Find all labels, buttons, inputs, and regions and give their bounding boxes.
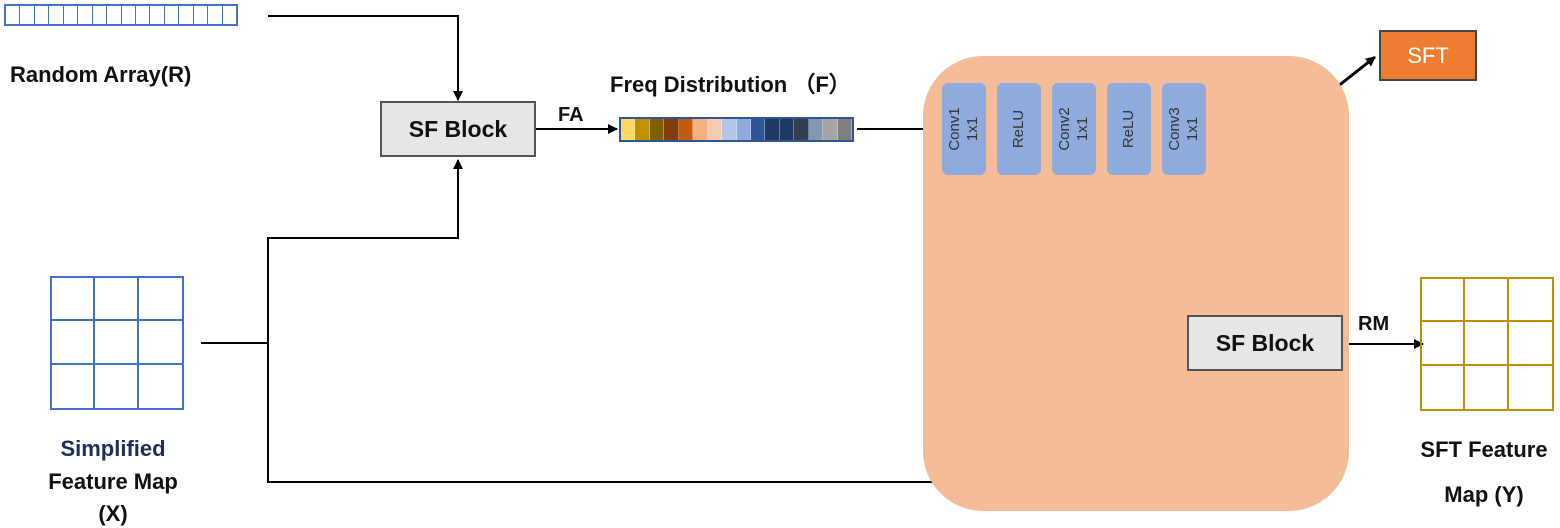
sft-pointer-arrow — [1336, 55, 1376, 89]
freq-cell — [765, 119, 780, 140]
grid-cell — [52, 278, 96, 322]
random-array-cell — [194, 6, 209, 24]
grid-cell — [139, 365, 182, 408]
wire-x-to-sfblock — [201, 159, 463, 344]
freq-cell — [649, 119, 665, 140]
layer-relu-4: ReLU — [1107, 83, 1151, 175]
grid-cell — [52, 364, 96, 408]
random-array — [4, 4, 238, 26]
layer-label: ReLU — [1120, 109, 1137, 149]
freq-cell — [664, 119, 679, 140]
freq-cell — [750, 119, 766, 140]
input-map-label-line1: Simplified — [60, 436, 166, 461]
grid-cell — [1509, 366, 1552, 409]
random-array-cell — [107, 6, 122, 24]
input-map-label-line3: (X) — [98, 501, 128, 526]
random-array-cell — [6, 6, 21, 24]
freq-cell — [837, 119, 852, 140]
wire-r-to-sfblock — [268, 15, 463, 101]
freq-cell — [678, 119, 694, 140]
freq-cell — [635, 119, 650, 140]
freq-cell — [621, 119, 636, 140]
grid-cell — [1422, 322, 1466, 366]
random-array-cell — [179, 6, 194, 24]
freq-cell — [823, 119, 838, 140]
layer-label: ReLU — [1010, 109, 1027, 149]
simplified-feature-map-grid — [50, 276, 184, 410]
random-array-cell — [122, 6, 136, 24]
grid-cell — [1422, 279, 1466, 323]
sf-block-bottom: SF Block — [1187, 315, 1343, 371]
sft-tag-label: SFT — [1407, 42, 1449, 68]
freq-distribution-label: Freq Distribution （F） — [610, 72, 851, 97]
freq-cell — [707, 119, 723, 140]
random-array-cell — [136, 6, 151, 24]
random-array-cell — [165, 6, 180, 24]
output-map-label-line2: Map (Y) — [1444, 482, 1524, 507]
grid-cell — [1508, 279, 1552, 323]
freq-cell — [808, 119, 824, 140]
freq-cell — [693, 119, 708, 140]
random-array-label: Random Array(R) — [10, 62, 192, 87]
random-array-cell — [78, 6, 93, 24]
freq-cell — [722, 119, 737, 140]
random-array-cell — [208, 6, 223, 24]
freq-distribution-array — [619, 117, 854, 142]
grid-cell — [1465, 279, 1509, 323]
random-array-cell — [20, 6, 35, 24]
grid-cell — [1465, 322, 1509, 366]
grid-cell — [52, 321, 96, 365]
random-array-cell — [93, 6, 108, 24]
freq-cell — [779, 119, 795, 140]
random-array-cell — [49, 6, 64, 24]
random-array-cell — [35, 6, 50, 24]
rm-label: RM — [1358, 313, 1390, 335]
freq-cell — [736, 119, 751, 140]
grid-cell — [138, 321, 182, 365]
output-map-label-line1: SFT Feature — [1420, 437, 1548, 462]
sf-block-top: SF Block — [380, 101, 536, 157]
random-array-cell — [150, 6, 165, 24]
grid-cell — [1465, 365, 1509, 409]
random-array-cell — [64, 6, 79, 24]
grid-cell — [1422, 365, 1466, 409]
grid-cell — [1508, 322, 1552, 366]
grid-cell — [95, 321, 139, 365]
fa-label: FA — [558, 104, 584, 126]
layer-relu-2: ReLU — [997, 83, 1041, 175]
sf-block-bottom-label: SF Block — [1215, 329, 1315, 356]
input-map-label-line2: Feature Map — [48, 469, 178, 494]
freq-cell — [794, 119, 809, 140]
grid-cell — [95, 278, 139, 322]
sf-block-top-label: SF Block — [408, 115, 508, 142]
grid-cell — [138, 278, 182, 322]
sft-tag: SFT — [1379, 30, 1477, 81]
random-array-cell — [223, 6, 236, 24]
sft-feature-map-grid — [1420, 277, 1554, 411]
grid-cell — [95, 364, 139, 408]
